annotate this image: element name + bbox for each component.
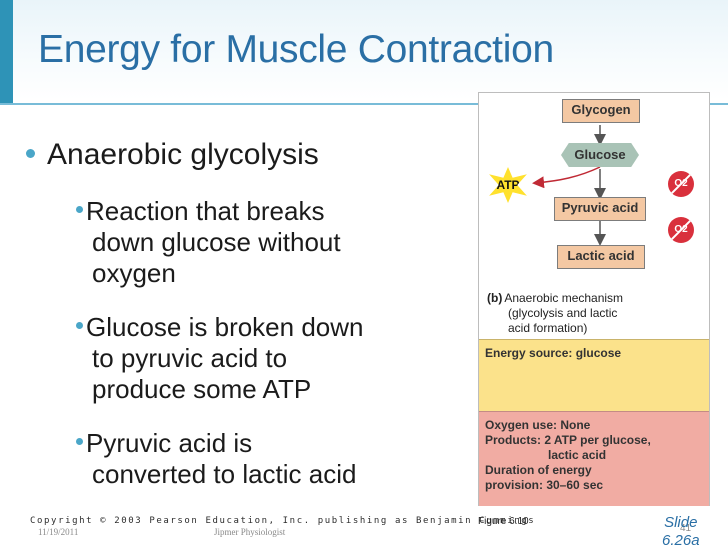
arrows-diagram: [532, 125, 606, 246]
header-background: [0, 0, 728, 100]
bullet-dot-icon: [26, 148, 35, 158]
bullet-text: Anaerobic glycolysis: [47, 138, 319, 171]
glucose-hexagon: Glucose: [561, 143, 639, 167]
footer-source: Jipmer Physiologist: [214, 527, 286, 537]
figure-reference: Figure 6.10: [478, 516, 529, 527]
slide-number: Slide 6.26a: [662, 514, 700, 550]
caption-line: (glycolysis and lactic: [508, 306, 618, 320]
caption-line: Anaerobic mechanism: [504, 291, 624, 305]
panel-line: lactic acid: [548, 448, 607, 462]
no-oxygen-icon: O2: [668, 217, 694, 243]
bullet-level1: Anaerobic glycolysis: [26, 138, 319, 172]
copyright-notice: Copyright © 2003 Pearson Education, Inc.…: [30, 516, 536, 526]
page-number: 41: [680, 523, 692, 534]
slide-title: Energy for Muscle Contraction: [38, 28, 554, 71]
bullet-line: produce some ATP: [92, 374, 312, 404]
panel-line: Duration of energy: [485, 463, 592, 477]
figure-caption: (b)Anaerobic mechanism (glycolysis and l…: [487, 291, 623, 336]
bullet-level2: Glucose is broken down to pyruvic acid t…: [76, 312, 363, 405]
pyruvic-acid-box: Pyruvic acid: [554, 197, 646, 221]
bullet-dot-icon: [76, 321, 83, 329]
bullet-line: Reaction that breaks: [86, 196, 325, 226]
bullet-dot-icon: [76, 205, 83, 213]
caption-letter: (b): [487, 291, 503, 305]
energy-source-text: Energy source: glucose: [485, 346, 622, 360]
accent-bar: [0, 0, 13, 104]
footer-date: 11/19/2011: [38, 527, 79, 537]
bullet-line: Glucose is broken down: [86, 312, 364, 342]
slide-label-line: Slide: [664, 514, 698, 531]
no-oxygen-icon: O2: [668, 171, 694, 197]
panel-line: Oxygen use: None: [485, 418, 591, 432]
oxygen-use-text: Oxygen use: None Products: 2 ATP per glu…: [485, 418, 651, 493]
glycogen-box: Glycogen: [562, 99, 640, 123]
lactic-acid-box: Lactic acid: [557, 245, 645, 269]
bullet-line: Pyruvic acid is: [86, 428, 253, 458]
energy-source-panel: Energy source: glucose: [479, 339, 709, 412]
panel-line: provision: 30–60 sec: [485, 478, 604, 492]
metabolism-figure: Glycogen Glucose Pyruvic acid Lactic aci…: [478, 92, 710, 506]
bullet-line: converted to lactic acid: [92, 459, 357, 489]
bullet-level2: Pyruvic acid is converted to lactic acid: [76, 428, 356, 490]
oxygen-use-panel: Oxygen use: None Products: 2 ATP per glu…: [479, 411, 709, 506]
bullet-line: to pyruvic acid to: [92, 343, 288, 373]
slide-label-line: 6.26a: [662, 532, 700, 549]
title-divider: [0, 103, 728, 105]
bullet-line: oxygen: [92, 258, 176, 288]
caption-line: acid formation): [508, 321, 588, 335]
bullet-dot-icon: [76, 437, 83, 445]
bullet-level2: Reaction that breaks down glucose withou…: [76, 196, 341, 289]
panel-line: Products: 2 ATP per glucose,: [485, 433, 651, 447]
arrow-to-atp: [532, 166, 601, 189]
bullet-line: down glucose without: [92, 227, 341, 257]
figure-diagram: Glycogen Glucose Pyruvic acid Lactic aci…: [479, 93, 709, 339]
